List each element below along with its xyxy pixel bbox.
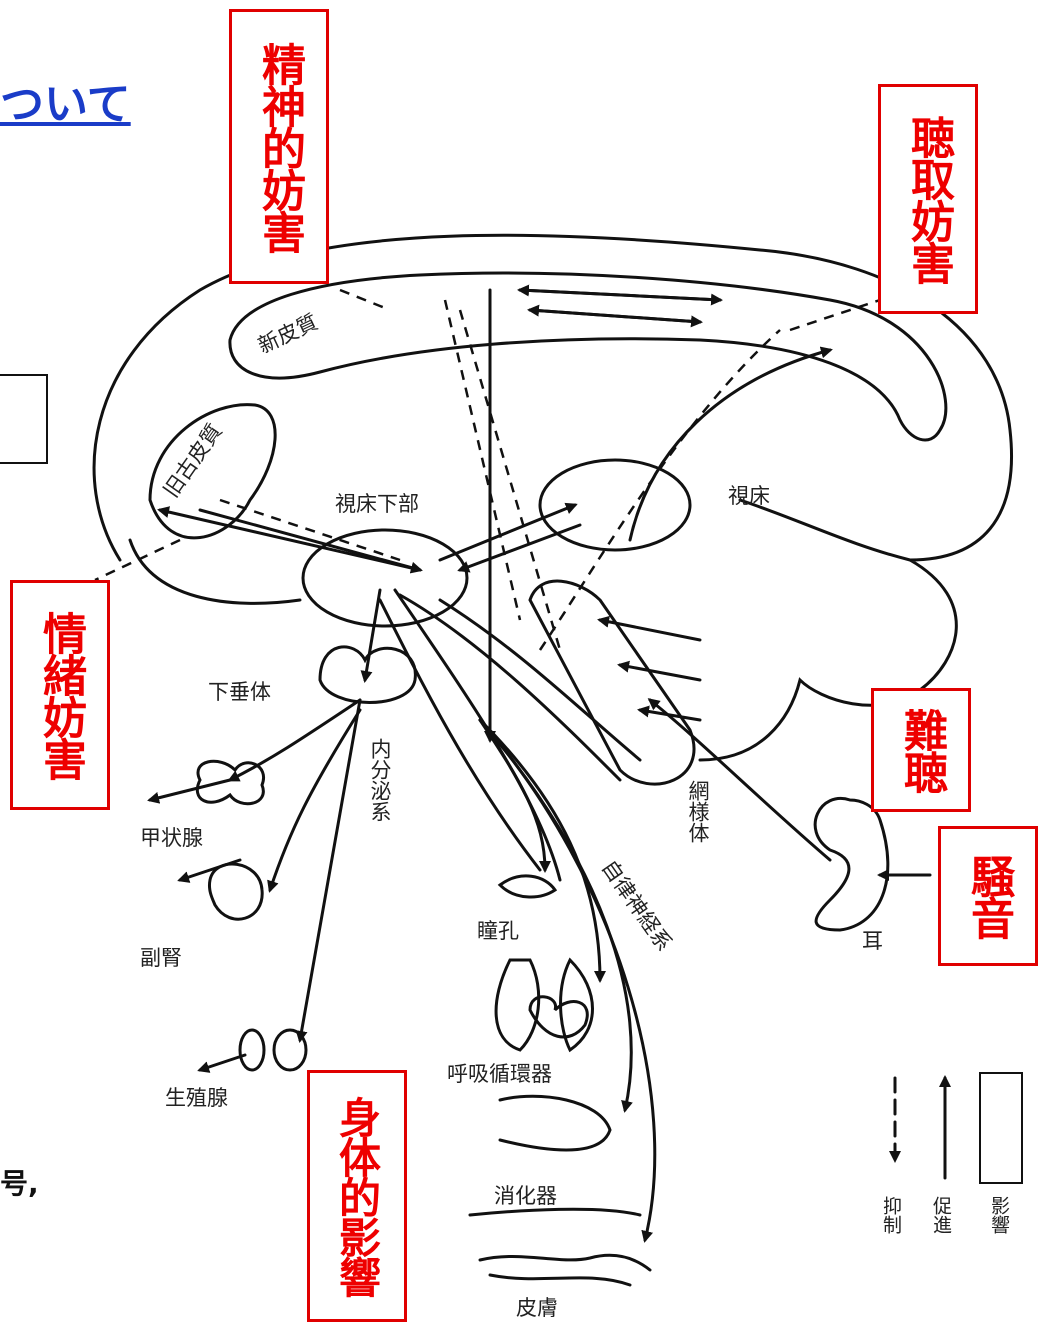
- pituitary-label: 下垂体: [208, 676, 271, 706]
- legend-influence-label: 影響: [986, 1196, 1013, 1234]
- reticular-shape: [530, 581, 694, 784]
- skin-label: 皮膚: [516, 1292, 558, 1322]
- noise-label: 騒音: [938, 826, 1038, 966]
- listening-interference-label: 聴取妨害: [878, 84, 978, 314]
- ear-label: 耳: [862, 925, 883, 955]
- mental-interference-label: 精神的妨害: [229, 9, 329, 284]
- pupil-label: 瞳孔: [477, 915, 519, 945]
- thalamus-label: 視床: [728, 480, 770, 510]
- neocortex-band: [230, 273, 946, 440]
- ear-shape: [815, 798, 888, 930]
- eye-shape: [500, 876, 555, 897]
- hearing-loss-label: 難聴: [871, 688, 971, 812]
- gonad-shape-1: [240, 1030, 264, 1070]
- digestive-line: [470, 1209, 640, 1215]
- legend-inhibit-label: 抑制: [878, 1196, 905, 1234]
- legend-promote-label: 促進: [928, 1196, 955, 1234]
- thalamus-shape: [540, 460, 690, 550]
- thyroid-label: 甲状腺: [140, 822, 203, 852]
- gonad-label: 生殖腺: [165, 1082, 228, 1112]
- skin-shape: [480, 1255, 650, 1270]
- lungs-shape: [496, 960, 592, 1050]
- adrenal-shape: [209, 864, 262, 919]
- adrenal-label: 副腎: [140, 942, 182, 972]
- legend-influence-box: [980, 1073, 1022, 1183]
- physical-effects-label: 身体的影響: [307, 1070, 407, 1322]
- respiratory-label: 呼吸循環器: [447, 1058, 552, 1088]
- stomach-shape: [500, 1096, 610, 1150]
- hypothalamus-label: 視床下部: [335, 488, 419, 518]
- reticular-label: 網様体: [683, 780, 713, 843]
- emotional-interference-label: 情緒妨害: [10, 580, 110, 810]
- gonad-shape-2: [274, 1030, 306, 1070]
- digestive-label: 消化器: [494, 1180, 557, 1210]
- endocrine-label: 内分泌系: [365, 738, 395, 822]
